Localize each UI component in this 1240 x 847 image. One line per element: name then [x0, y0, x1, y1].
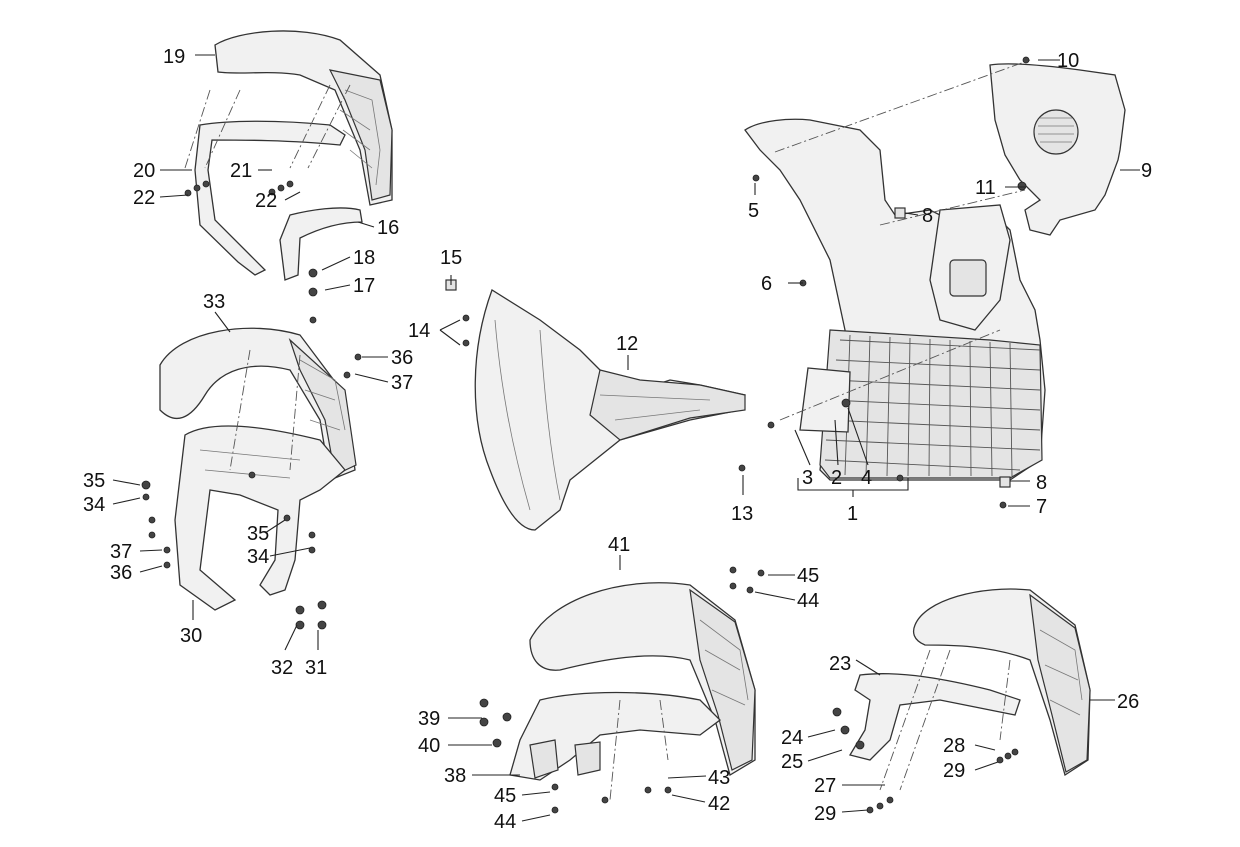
- callout-18: 18: [353, 247, 375, 269]
- callout-17: 17: [353, 275, 375, 297]
- callout-24: 24: [781, 727, 803, 749]
- callout-23: 23: [829, 653, 851, 675]
- callout-1: 1: [847, 503, 858, 525]
- callout-35-left: 35: [83, 470, 105, 492]
- callout-35-right: 35: [247, 523, 269, 545]
- callout-15: 15: [440, 247, 462, 269]
- callout-36-bottom: 36: [110, 562, 132, 584]
- front-fender-assembly-top: [184, 30, 393, 297]
- left-mudguard-assembly: [141, 316, 362, 630]
- callout-22-top-right: 22: [255, 190, 277, 212]
- callout-44-top: 44: [797, 590, 819, 612]
- callout-29-bottom: 29: [814, 803, 836, 825]
- callout-25: 25: [781, 751, 803, 773]
- leader-lines: [112, 54, 1140, 822]
- callout-38: 38: [444, 765, 466, 787]
- callout-8-top: 8: [922, 205, 933, 227]
- callout-5: 5: [748, 200, 759, 222]
- callout-8-bottom: 8: [1036, 472, 1047, 494]
- callout-13: 13: [731, 503, 753, 525]
- callout-45-bottom: 45: [494, 785, 516, 807]
- callout-22-top-left: 22: [133, 187, 155, 209]
- callout-3: 3: [802, 467, 813, 489]
- callout-9: 9: [1141, 160, 1152, 182]
- callout-6: 6: [761, 273, 772, 295]
- callout-33: 33: [203, 291, 225, 313]
- grille: [824, 334, 1041, 477]
- callout-12: 12: [616, 333, 638, 355]
- callout-40: 40: [418, 735, 440, 757]
- inner-fender-center: [445, 279, 746, 531]
- callout-34-left: 34: [83, 494, 105, 516]
- callout-11: 11: [975, 177, 996, 199]
- callout-39: 39: [418, 708, 440, 730]
- callout-30: 30: [180, 625, 202, 647]
- callout-26: 26: [1117, 691, 1139, 713]
- radiator-box-assembly: [744, 56, 1126, 509]
- callout-21: 21: [230, 160, 252, 182]
- callout-27: 27: [814, 775, 836, 797]
- callout-31: 31: [305, 657, 327, 679]
- callout-29-right: 29: [943, 760, 965, 782]
- callout-37-top: 37: [391, 372, 413, 394]
- callout-4: 4: [861, 467, 872, 489]
- callout-41: 41: [608, 534, 630, 556]
- callout-19: 19: [163, 46, 185, 68]
- callout-16: 16: [377, 217, 399, 239]
- callout-labels: 19 20 22 21 22 16 18 17 33 36 37 35 34 3…: [83, 46, 1152, 833]
- callout-10: 10: [1057, 50, 1079, 72]
- callout-34-right: 34: [247, 546, 269, 568]
- callout-28: 28: [943, 735, 965, 757]
- callout-14: 14: [408, 320, 430, 342]
- callout-2: 2: [831, 467, 842, 489]
- callout-45-top: 45: [797, 565, 819, 587]
- callout-44-bottom: 44: [494, 811, 516, 833]
- callout-43: 43: [708, 767, 730, 789]
- callout-36-top: 36: [391, 347, 413, 369]
- callout-32: 32: [271, 657, 293, 679]
- callout-7: 7: [1036, 496, 1047, 518]
- callout-20: 20: [133, 160, 155, 182]
- callout-42: 42: [708, 793, 730, 815]
- callout-37-bottom: 37: [110, 541, 132, 563]
- front-fender-assembly-bottom: [479, 566, 765, 814]
- front-fender-assembly-right: [832, 588, 1091, 814]
